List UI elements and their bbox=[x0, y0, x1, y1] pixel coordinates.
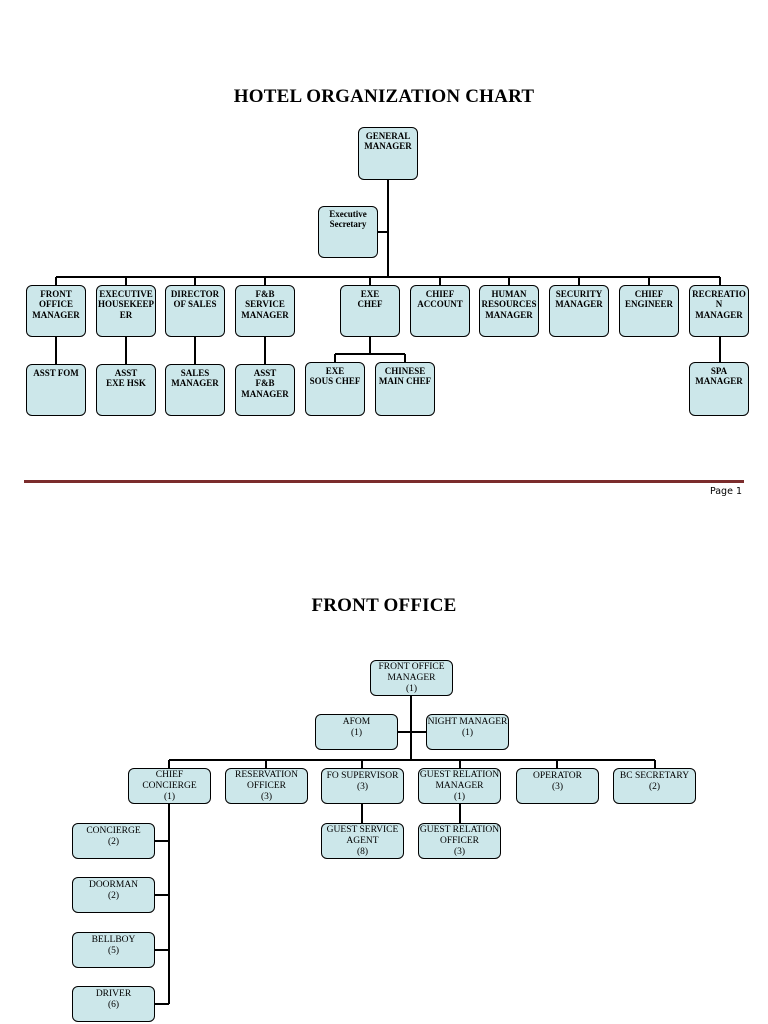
chart-title-hotel: HOTEL ORGANIZATION CHART bbox=[233, 86, 535, 107]
node-operator: OPERATOR(3) bbox=[516, 768, 599, 804]
node-fo-supervisor: FO SUPERVISOR(3) bbox=[321, 768, 404, 804]
node-asst-fom: ASST FOM bbox=[26, 364, 86, 416]
page-divider bbox=[24, 480, 744, 483]
node-driver: DRIVER(6) bbox=[72, 986, 155, 1022]
chart-title-front-office: FRONT OFFICE bbox=[311, 595, 457, 616]
node-bellboy: BELLBOY(5) bbox=[72, 932, 155, 968]
node-bc-secretary: BC SECRETARY(2) bbox=[613, 768, 696, 804]
node-afom: AFOM(1) bbox=[315, 714, 398, 750]
node-night-manager: NIGHT MANAGER(1) bbox=[426, 714, 509, 750]
page-number: Page 1 bbox=[709, 486, 742, 497]
node-doorman: DOORMAN(2) bbox=[72, 877, 155, 913]
node-concierge: CONCIERGE(2) bbox=[72, 823, 155, 859]
